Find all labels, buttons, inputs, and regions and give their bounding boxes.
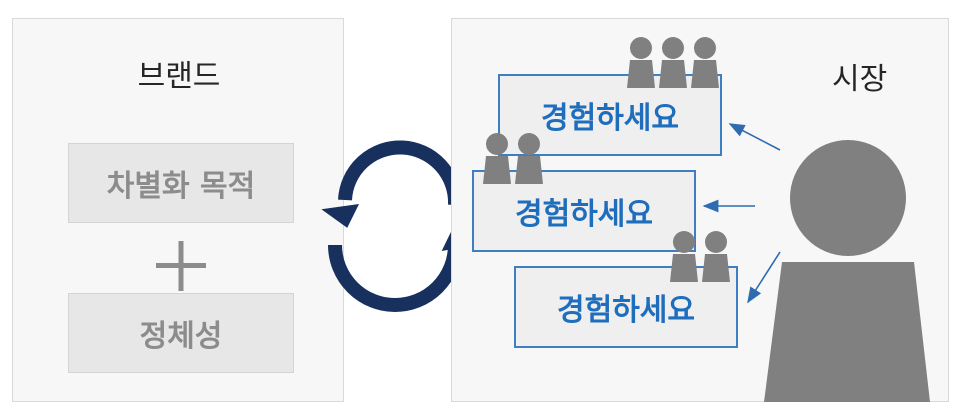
- person-icon: [691, 37, 719, 88]
- arrow-icon: [728, 123, 781, 151]
- person-icon: [483, 133, 511, 184]
- person-icon: [627, 37, 655, 88]
- identity-box: 정체성: [68, 293, 294, 373]
- market-title: 시장: [832, 62, 888, 97]
- person-icon: [670, 231, 698, 282]
- experience-box: 경험하세요: [472, 170, 696, 252]
- brand-title: 브랜드: [137, 59, 221, 94]
- person-icon: [659, 37, 687, 88]
- brand-panel: 브랜드 차별화 목적 정체성: [12, 18, 344, 402]
- arrow-icon: [747, 251, 781, 304]
- plus-icon: [156, 241, 206, 291]
- experience-box: 경험하세요: [514, 266, 738, 348]
- person-icon: [702, 231, 730, 282]
- differentiation-purpose-box: 차별화 목적: [68, 143, 294, 223]
- person-icon: [515, 133, 543, 184]
- person-icon: [764, 140, 930, 402]
